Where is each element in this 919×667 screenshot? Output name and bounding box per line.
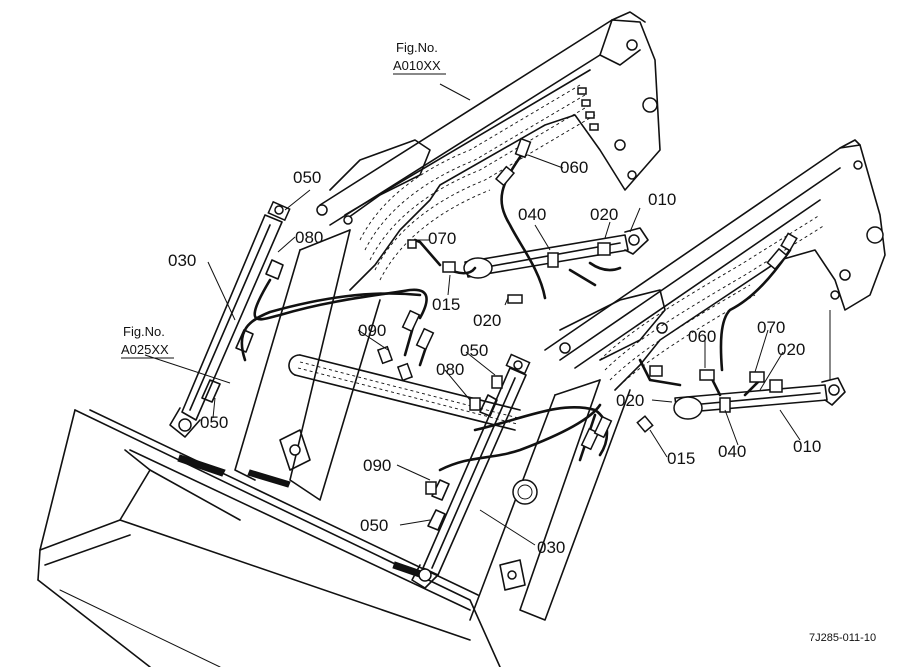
part-label-040[interactable]: 040	[518, 205, 546, 224]
part-label-070[interactable]: 070	[757, 318, 785, 337]
part-label-080[interactable]: 080	[436, 360, 464, 379]
figure-ref-code: A025XX	[121, 342, 169, 357]
part-label-040[interactable]: 040	[718, 442, 746, 461]
part-label-020[interactable]: 020	[473, 311, 501, 330]
leader-lines	[144, 83, 831, 546]
part-labels: 010 020 040 060 070 080 050 030 090 015 …	[168, 158, 821, 557]
part-label-060[interactable]: 060	[688, 327, 716, 346]
part-label-030[interactable]: 030	[168, 251, 196, 270]
drawing-code: 7J285-011-10	[809, 632, 876, 644]
part-label-020[interactable]: 020	[616, 391, 644, 410]
part-label-050[interactable]: 050	[360, 516, 388, 535]
hose-fittings	[376, 137, 798, 495]
bucket	[37, 409, 501, 667]
part-label-090[interactable]: 090	[363, 456, 391, 475]
figure-ref-a010[interactable]: Fig.No. A010XX	[393, 40, 446, 75]
left-boom-arm	[234, 11, 661, 501]
part-label-010[interactable]: 010	[648, 190, 676, 209]
part-label-080[interactable]: 080	[295, 228, 323, 247]
part-label-090[interactable]: 090	[358, 321, 386, 340]
figure-ref-a025[interactable]: Fig.No. A025XX	[121, 324, 174, 359]
left-lift-cylinder	[463, 227, 649, 279]
part-label-070[interactable]: 070	[428, 229, 456, 248]
part-label-050[interactable]: 050	[293, 168, 321, 187]
figure-ref-code: A010XX	[393, 58, 441, 73]
part-label-050[interactable]: 050	[460, 341, 488, 360]
part-label-030[interactable]: 030	[537, 538, 565, 557]
right-boom-arm	[469, 139, 886, 621]
right-bucket-cylinder	[411, 353, 531, 589]
figure-ref-label: Fig.No.	[123, 324, 165, 339]
part-label-060[interactable]: 060	[560, 158, 588, 177]
right-lift-cylinder	[673, 377, 846, 420]
part-label-050[interactable]: 050	[200, 413, 228, 432]
cross-tube	[279, 354, 526, 591]
left-bucket-cylinder	[169, 200, 291, 438]
part-label-020[interactable]: 020	[590, 205, 618, 224]
part-label-010[interactable]: 010	[793, 437, 821, 456]
part-label-020[interactable]: 020	[777, 340, 805, 359]
figure-ref-label: Fig.No.	[396, 40, 438, 55]
part-label-015[interactable]: 015	[667, 449, 695, 468]
part-label-015[interactable]: 015	[432, 295, 460, 314]
